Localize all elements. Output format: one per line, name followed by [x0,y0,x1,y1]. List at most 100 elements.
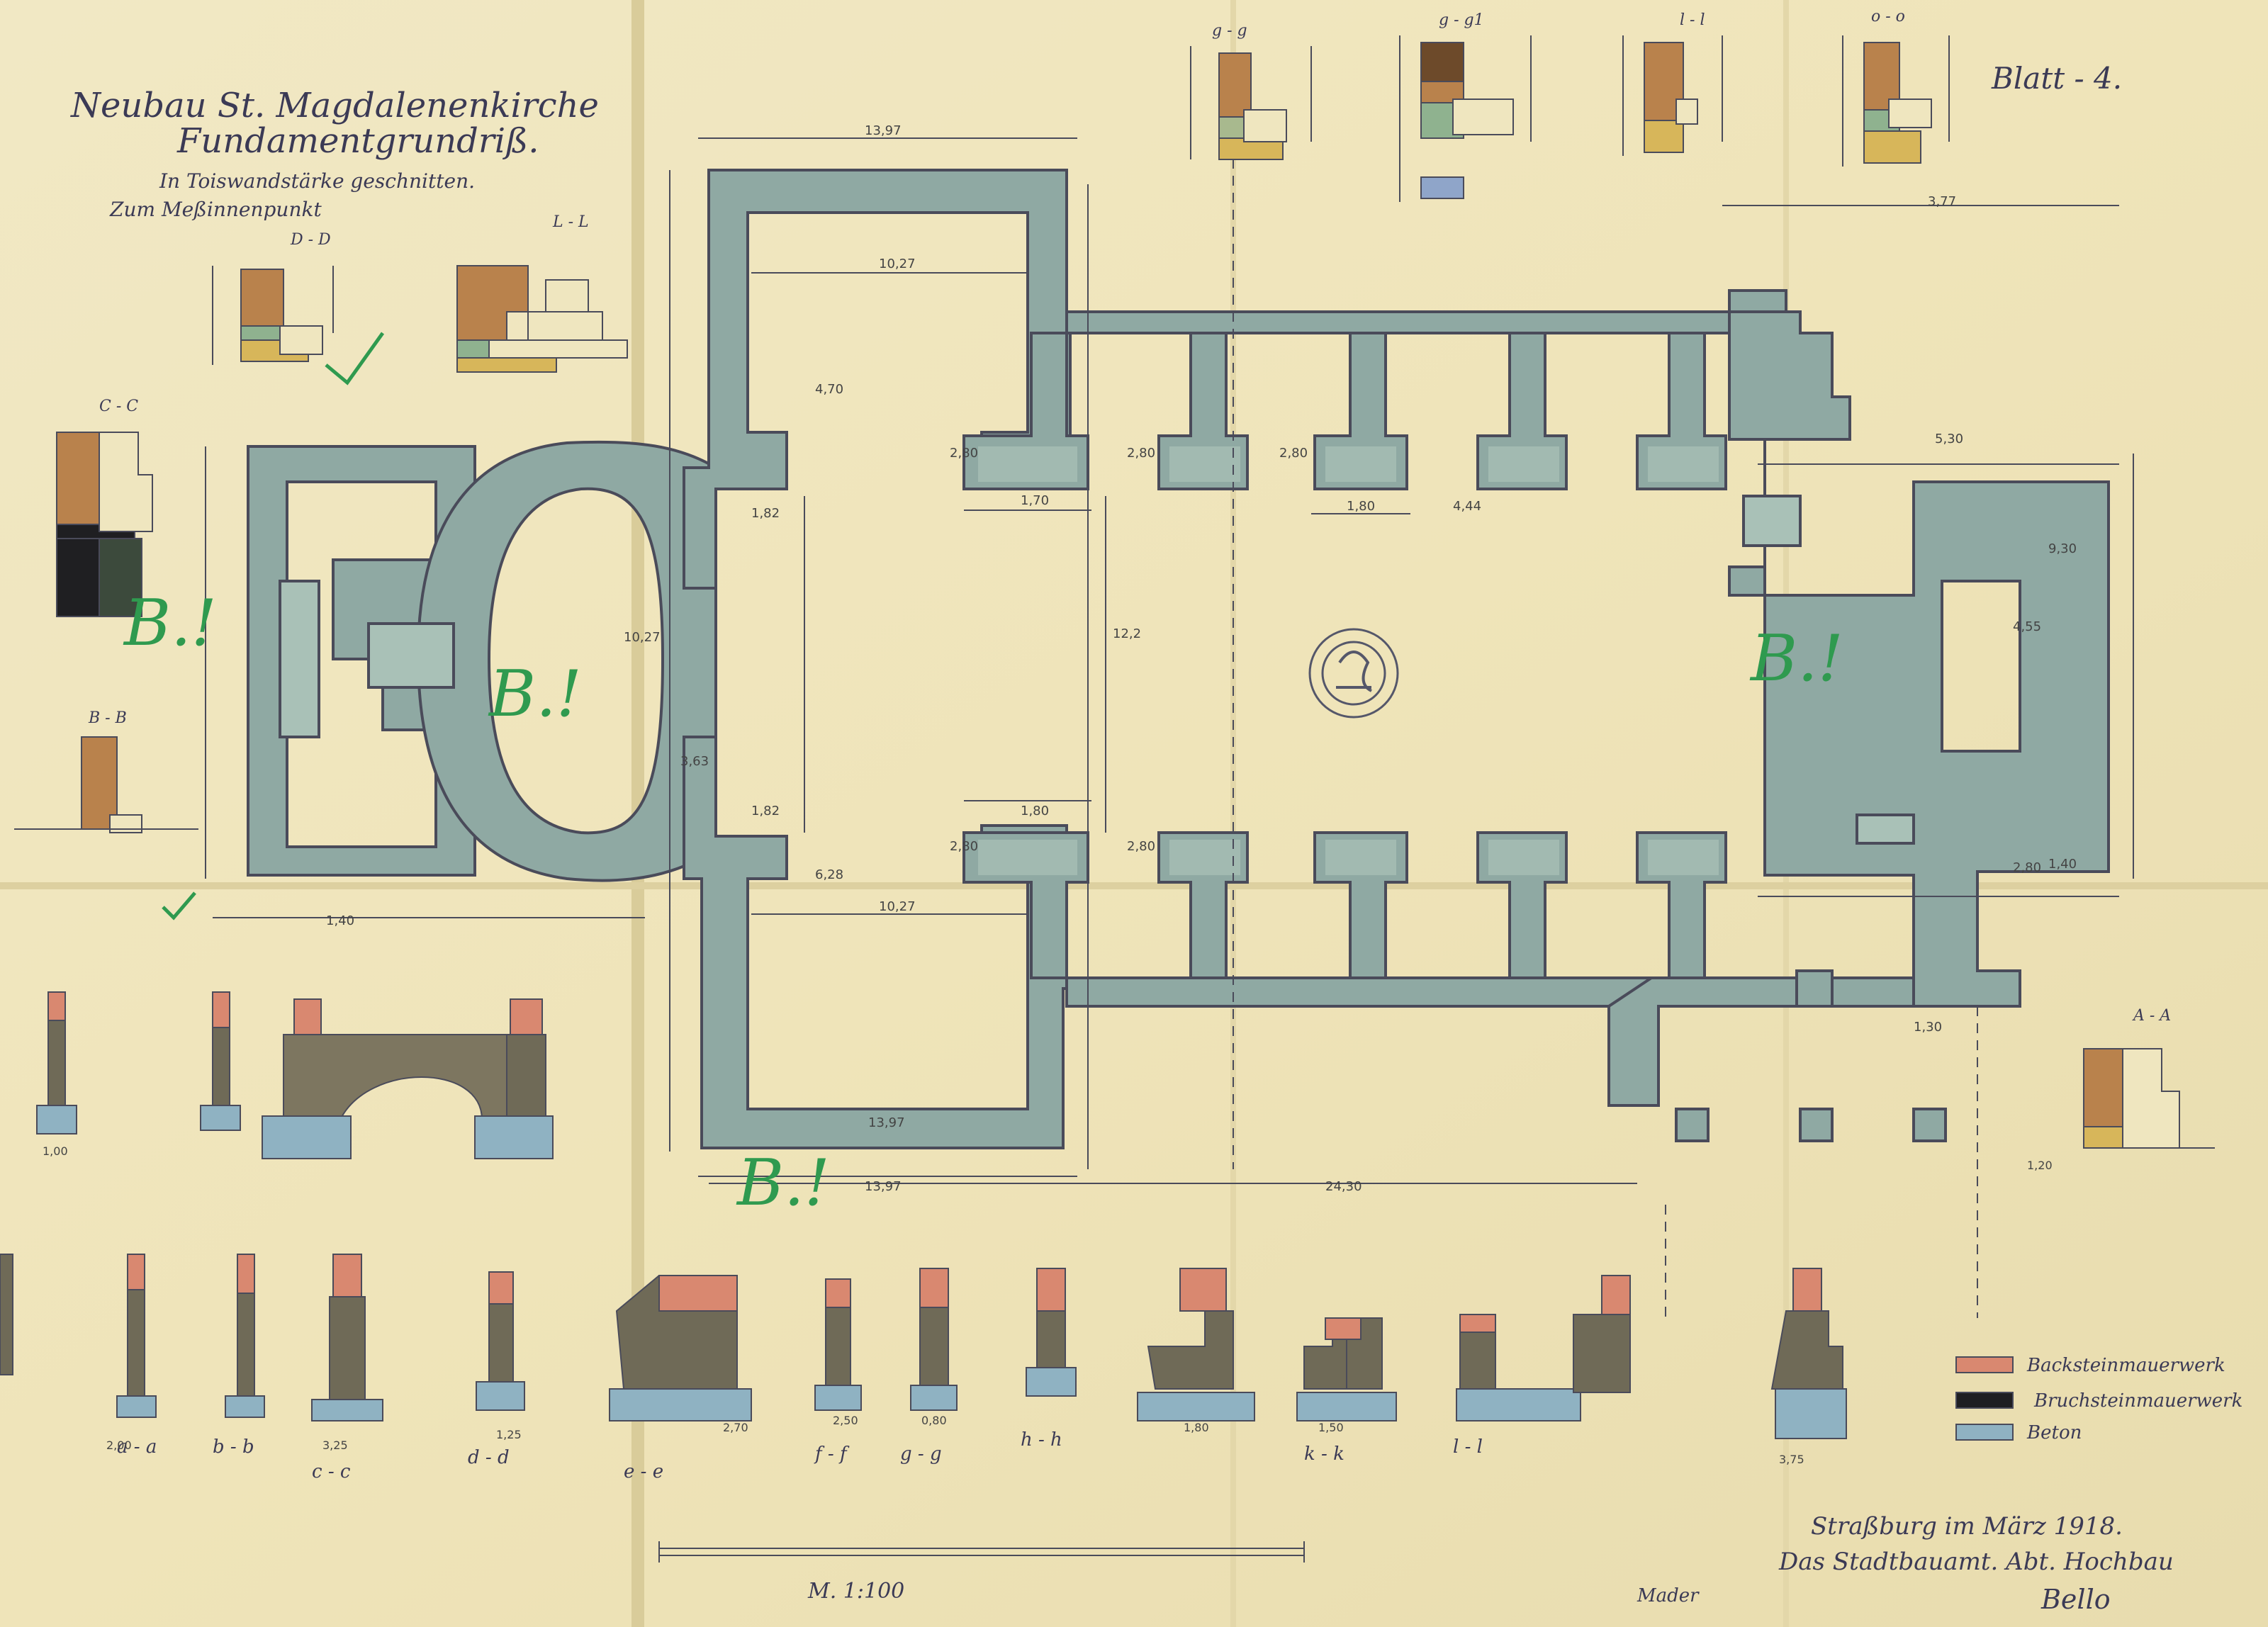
svg-text:1,40: 1,40 [2048,857,2077,872]
south-nave-wall [1065,976,1653,1008]
green-tick-2 [162,891,196,921]
east-pier [1856,814,1915,845]
bottom-section-labels: a - a b - b c - c d - d e - e f - f g - … [117,1429,1483,1482]
title-note-2: Zum Meßinnenpunkt [109,198,322,221]
svg-text:1,80: 1,80 [1021,804,1049,818]
oval-ring-wall [416,440,717,882]
section-label-k-k: k - k [1304,1443,1344,1465]
section-g-g1: g - g1 [1399,11,1532,202]
section-A-A: A - A [2083,1007,2215,1149]
title-line-1: Neubau St. Magdalenenkirche [70,86,599,125]
annex-oval-link [367,622,455,689]
section-L-L: L - L [456,213,628,373]
svg-text:2,50: 2,50 [833,1414,858,1427]
small-footing-2 [1675,1108,1710,1142]
svg-text:1,20: 1,20 [2027,1159,2053,1172]
svg-text:2,80: 2,80 [1279,446,1308,461]
elevation-row-bottom [0,1254,1847,1439]
section-label-A-A: A - A [2132,1007,2171,1025]
svg-text:5,30: 5,30 [1935,432,1963,446]
section-label-d-d: d - d [468,1447,510,1468]
svg-text:1,80: 1,80 [1347,499,1375,514]
section-label-g-g-bottom: g - g [900,1443,942,1465]
scale-bar [658,1541,1305,1563]
green-mark-3: B.! [1749,621,1843,696]
svg-text:2,80: 2,80 [950,446,978,461]
svg-text:3,77: 3,77 [1928,194,1956,209]
svg-text:4,55: 4,55 [2013,619,2041,634]
svg-text:1,40: 1,40 [326,913,354,928]
green-mark-4: B.! [736,1146,830,1220]
section-label-l-l: l - l [1680,11,1705,29]
sheet-number: Blatt - 4. [1991,61,2122,96]
legend-label-stone: Bruchsteinmauerwerk [2033,1390,2242,1412]
section-label-g-g: g - g [1212,22,1247,40]
left-annex-inner-pier [279,580,320,738]
top-section-details: g - g g - g1 l - l [1190,8,1950,202]
plan-dimension-lines [205,137,2134,1318]
svg-text:10,27: 10,27 [624,630,661,645]
section-label-l-l-bottom: l - l [1453,1436,1483,1458]
section-label-a-a: a - a [117,1436,157,1458]
section-dimension-texts: 2,00 1,00 3,25 1,25 2,70 2,50 0,80 1,80 … [43,1144,2053,1466]
section-label-L-L: L - L [552,213,589,231]
section-C-C: C - C [56,398,153,617]
legend: Backsteinmauerwerk Bruchsteinmauerwerk B… [1955,1355,2242,1443]
east-small-pier [1742,495,1802,547]
svg-text:12,2: 12,2 [1113,626,1141,641]
title-block: Neubau St. Magdalenenkirche Fundamentgru… [70,86,599,221]
plan-dimension-texts: 13,97 10,27 10,27 13,97 2,80 2,80 2,80 2… [326,123,2077,1194]
svg-text:1,25: 1,25 [496,1428,522,1441]
svg-text:0,80: 0,80 [921,1414,947,1427]
section-label-g-g1: g - g1 [1439,11,1484,29]
title-line-2: Fundamentgrundriß. [176,121,539,161]
title-note-1: In Toiswandstärke geschnitten. [159,169,475,193]
svg-text:3,63: 3,63 [680,754,709,769]
section-o-o: o - o [1842,8,1950,167]
section-g-g: g - g [1190,22,1312,160]
svg-text:1,80: 1,80 [1184,1421,1209,1434]
svg-text:13,97: 13,97 [865,123,902,138]
east-choir-complex [1728,310,2110,1008]
svg-text:13,97: 13,97 [868,1115,905,1130]
svg-text:2,80: 2,80 [950,839,978,854]
elevation-row-left [36,991,554,1159]
svg-text:10,27: 10,27 [879,257,916,271]
section-l-l: l - l [1622,11,1723,156]
section-B-B: B - B [14,709,198,833]
scale-text: M. 1:100 [807,1579,904,1604]
svg-text:2,00: 2,00 [106,1439,132,1452]
svg-text:1,70: 1,70 [1021,493,1049,508]
svg-text:1,50: 1,50 [1318,1421,1344,1434]
section-D-D: D - D [212,231,334,365]
legend-swatch-concrete [1955,1424,2014,1441]
legend-swatch-brick [1955,1356,2014,1373]
svg-text:1,00: 1,00 [43,1144,68,1158]
svg-text:1,82: 1,82 [751,804,780,818]
signature-block: Straßburg im März 1918. Das Stadtbauamt.… [1637,1512,2174,1615]
svg-text:1,30: 1,30 [1914,1020,1942,1035]
section-label-c-c: c - c [312,1461,351,1482]
section-label-e-e: e - e [624,1461,663,1482]
section-label-b-b: b - b [213,1436,254,1458]
section-label-C-C: C - C [99,398,138,415]
svg-text:3,75: 3,75 [1779,1453,1804,1466]
svg-text:10,27: 10,27 [879,899,916,914]
section-label-h-h: h - h [1021,1429,1062,1451]
svg-text:4,70: 4,70 [815,382,843,397]
svg-text:1,82: 1,82 [751,506,780,521]
svg-text:9,30: 9,30 [2048,541,2077,556]
legend-label-brick: Backsteinmauerwerk [2026,1355,2225,1376]
svg-text:2,80: 2,80 [1127,839,1155,854]
signature-name: Bello [2040,1584,2111,1615]
svg-text:13,97: 13,97 [865,1179,902,1194]
legend-label-concrete: Beton [2026,1422,2082,1443]
signature-maker: Mader [1637,1585,1700,1606]
section-label-o-o: o - o [1871,8,1905,26]
section-label-D-D: D - D [290,231,331,249]
plan-inner-shading [978,446,1719,875]
green-mark-2: B.! [488,657,582,731]
green-tick-1 [325,332,385,385]
svg-text:4,44: 4,44 [1453,499,1481,514]
